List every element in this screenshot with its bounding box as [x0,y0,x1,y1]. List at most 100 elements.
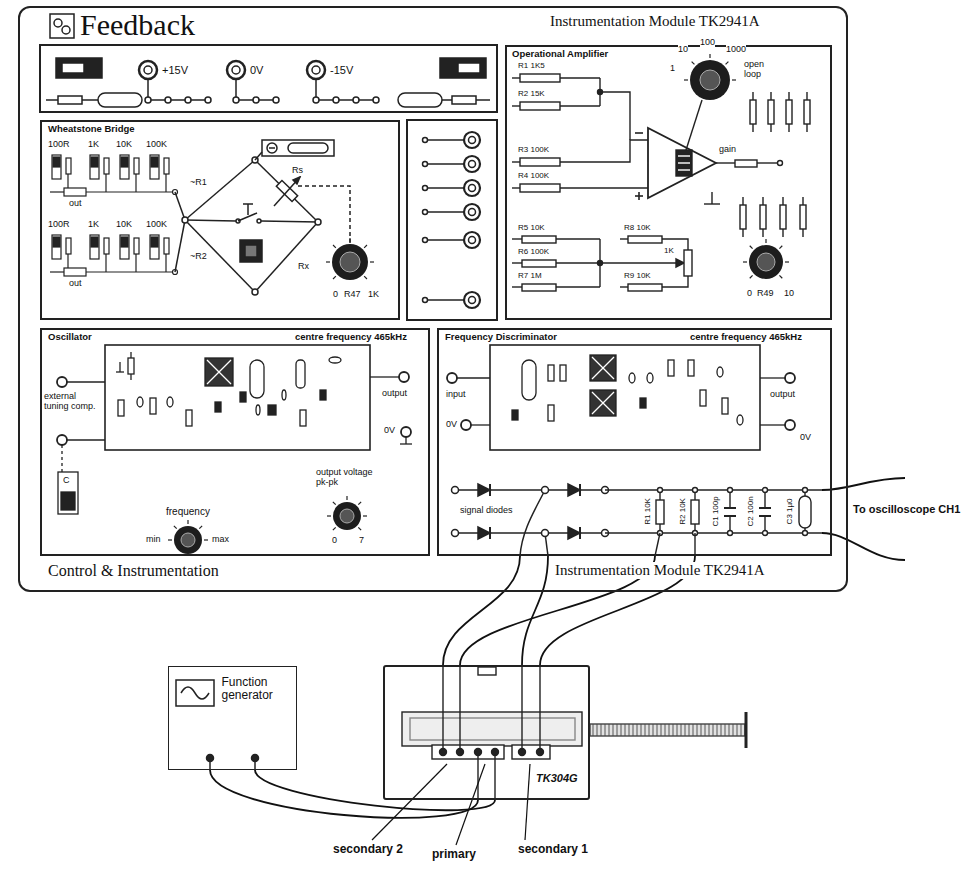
part-label: gain [719,145,736,155]
oscillator-circuit [150,398,156,414]
part-label: C [63,476,70,486]
series-name: Control & Instrumentation [48,562,219,580]
socket-panel [425,299,464,301]
part-label: R3 100K [518,146,549,155]
bridge-circuit [182,217,188,223]
oscillator-circuit [58,472,78,514]
socket-panel [464,180,480,196]
discriminator-circuit [737,415,743,425]
discriminator-circuit [592,357,614,379]
oscillator-circuit [167,397,173,407]
rotary-knob [187,520,188,524]
feedback-logo [62,26,70,34]
discriminator-circuit [548,405,554,421]
rotary-knob [765,239,766,243]
signal-diodes [489,484,491,496]
discriminator-circuit [447,345,795,450]
rotary-knob [750,275,753,278]
callout-label: secondary 1 [518,843,588,856]
opamp-circuit [786,100,792,124]
decade-switches [50,191,64,192]
bridge-circuit [267,143,277,153]
socket-panel [464,156,480,172]
decade-switches [105,174,106,192]
transformer-detail [745,712,748,748]
transformer-detail [475,749,482,756]
opamp-circuit [635,132,643,134]
oscillator-circuit [240,392,246,402]
panel-title: Wheatstone Bridge [48,124,135,134]
discriminator-panel: Frequency Discriminatorcentre frequency … [437,328,832,556]
discriminator-circuit [760,424,785,425]
oscillator-circuit [282,390,286,400]
opamp-circuit [800,205,806,229]
part-label: ~R2 [190,252,207,262]
rotary-knob [326,261,330,262]
rotary-knob [327,515,331,516]
opamp-circuit [678,169,690,170]
rotary-knob [358,527,361,530]
transformer-detail [402,712,582,746]
rotary-knob [168,520,208,554]
power-strip [398,93,442,107]
rc-network [803,531,808,536]
part-label: 7 [359,536,364,546]
rotary-knob [326,238,374,280]
function-generator-detail [176,680,214,706]
connecting-wire [522,556,548,665]
signal-diodes [542,487,549,494]
decade-switches [105,254,106,272]
oscillator-circuit [67,381,105,382]
power-strip [40,45,497,112]
power-strip [144,66,152,74]
rotary-knob [174,526,202,554]
panel-note: centre frequency 465kHz [295,332,407,342]
transformer-detail [440,749,447,756]
rc-network [656,500,664,524]
rc-network [605,489,822,490]
part-label: 100K [146,140,167,150]
rotary-knob [327,496,367,530]
part-label: signal diodes [460,506,513,516]
leader-lines [456,764,485,845]
opamp-circuit [704,203,720,204]
part-label: output voltage pk-pk [316,468,386,488]
bridge-circuit [269,147,275,149]
oscillator-circuit [320,390,326,400]
decade-switches [104,238,109,254]
power-strip [312,66,320,74]
oscillator-circuit [205,358,233,386]
oscillator-circuit [186,410,192,426]
decade-switches [64,268,86,276]
signal-diodes [452,487,459,494]
panel-note: centre frequency 465kHz [690,332,802,342]
opamp-circuit [520,158,560,166]
discriminator-circuit [785,420,795,430]
discriminator-circuit [717,367,723,377]
opamp-circuit [512,105,520,106]
discriminator-circuit [592,392,614,414]
oscillator-circuit [207,360,231,384]
opamp-circuit [750,100,756,124]
decade-switches [121,237,128,247]
transformer-detail [537,749,544,756]
part-label: -15V [330,64,353,76]
rc-network [655,533,660,556]
part-label: 100R [48,220,70,230]
discriminator-circuit [647,373,653,383]
part-label: 0V [446,420,457,430]
part-label: 1K [88,220,99,230]
opamp-circuit [780,205,786,229]
rc-network [763,531,768,536]
discriminator-circuit [640,398,646,408]
part-label: R5 10K [518,224,545,233]
part-label: R4 100K [518,172,549,181]
leader-lines [372,764,530,845]
part-label: 0V [384,426,395,436]
opamp-circuit [628,284,662,291]
socket-panel [469,297,476,304]
opamp-circuit [676,259,684,267]
gain-knob [726,62,729,65]
decade-switches [52,155,61,179]
